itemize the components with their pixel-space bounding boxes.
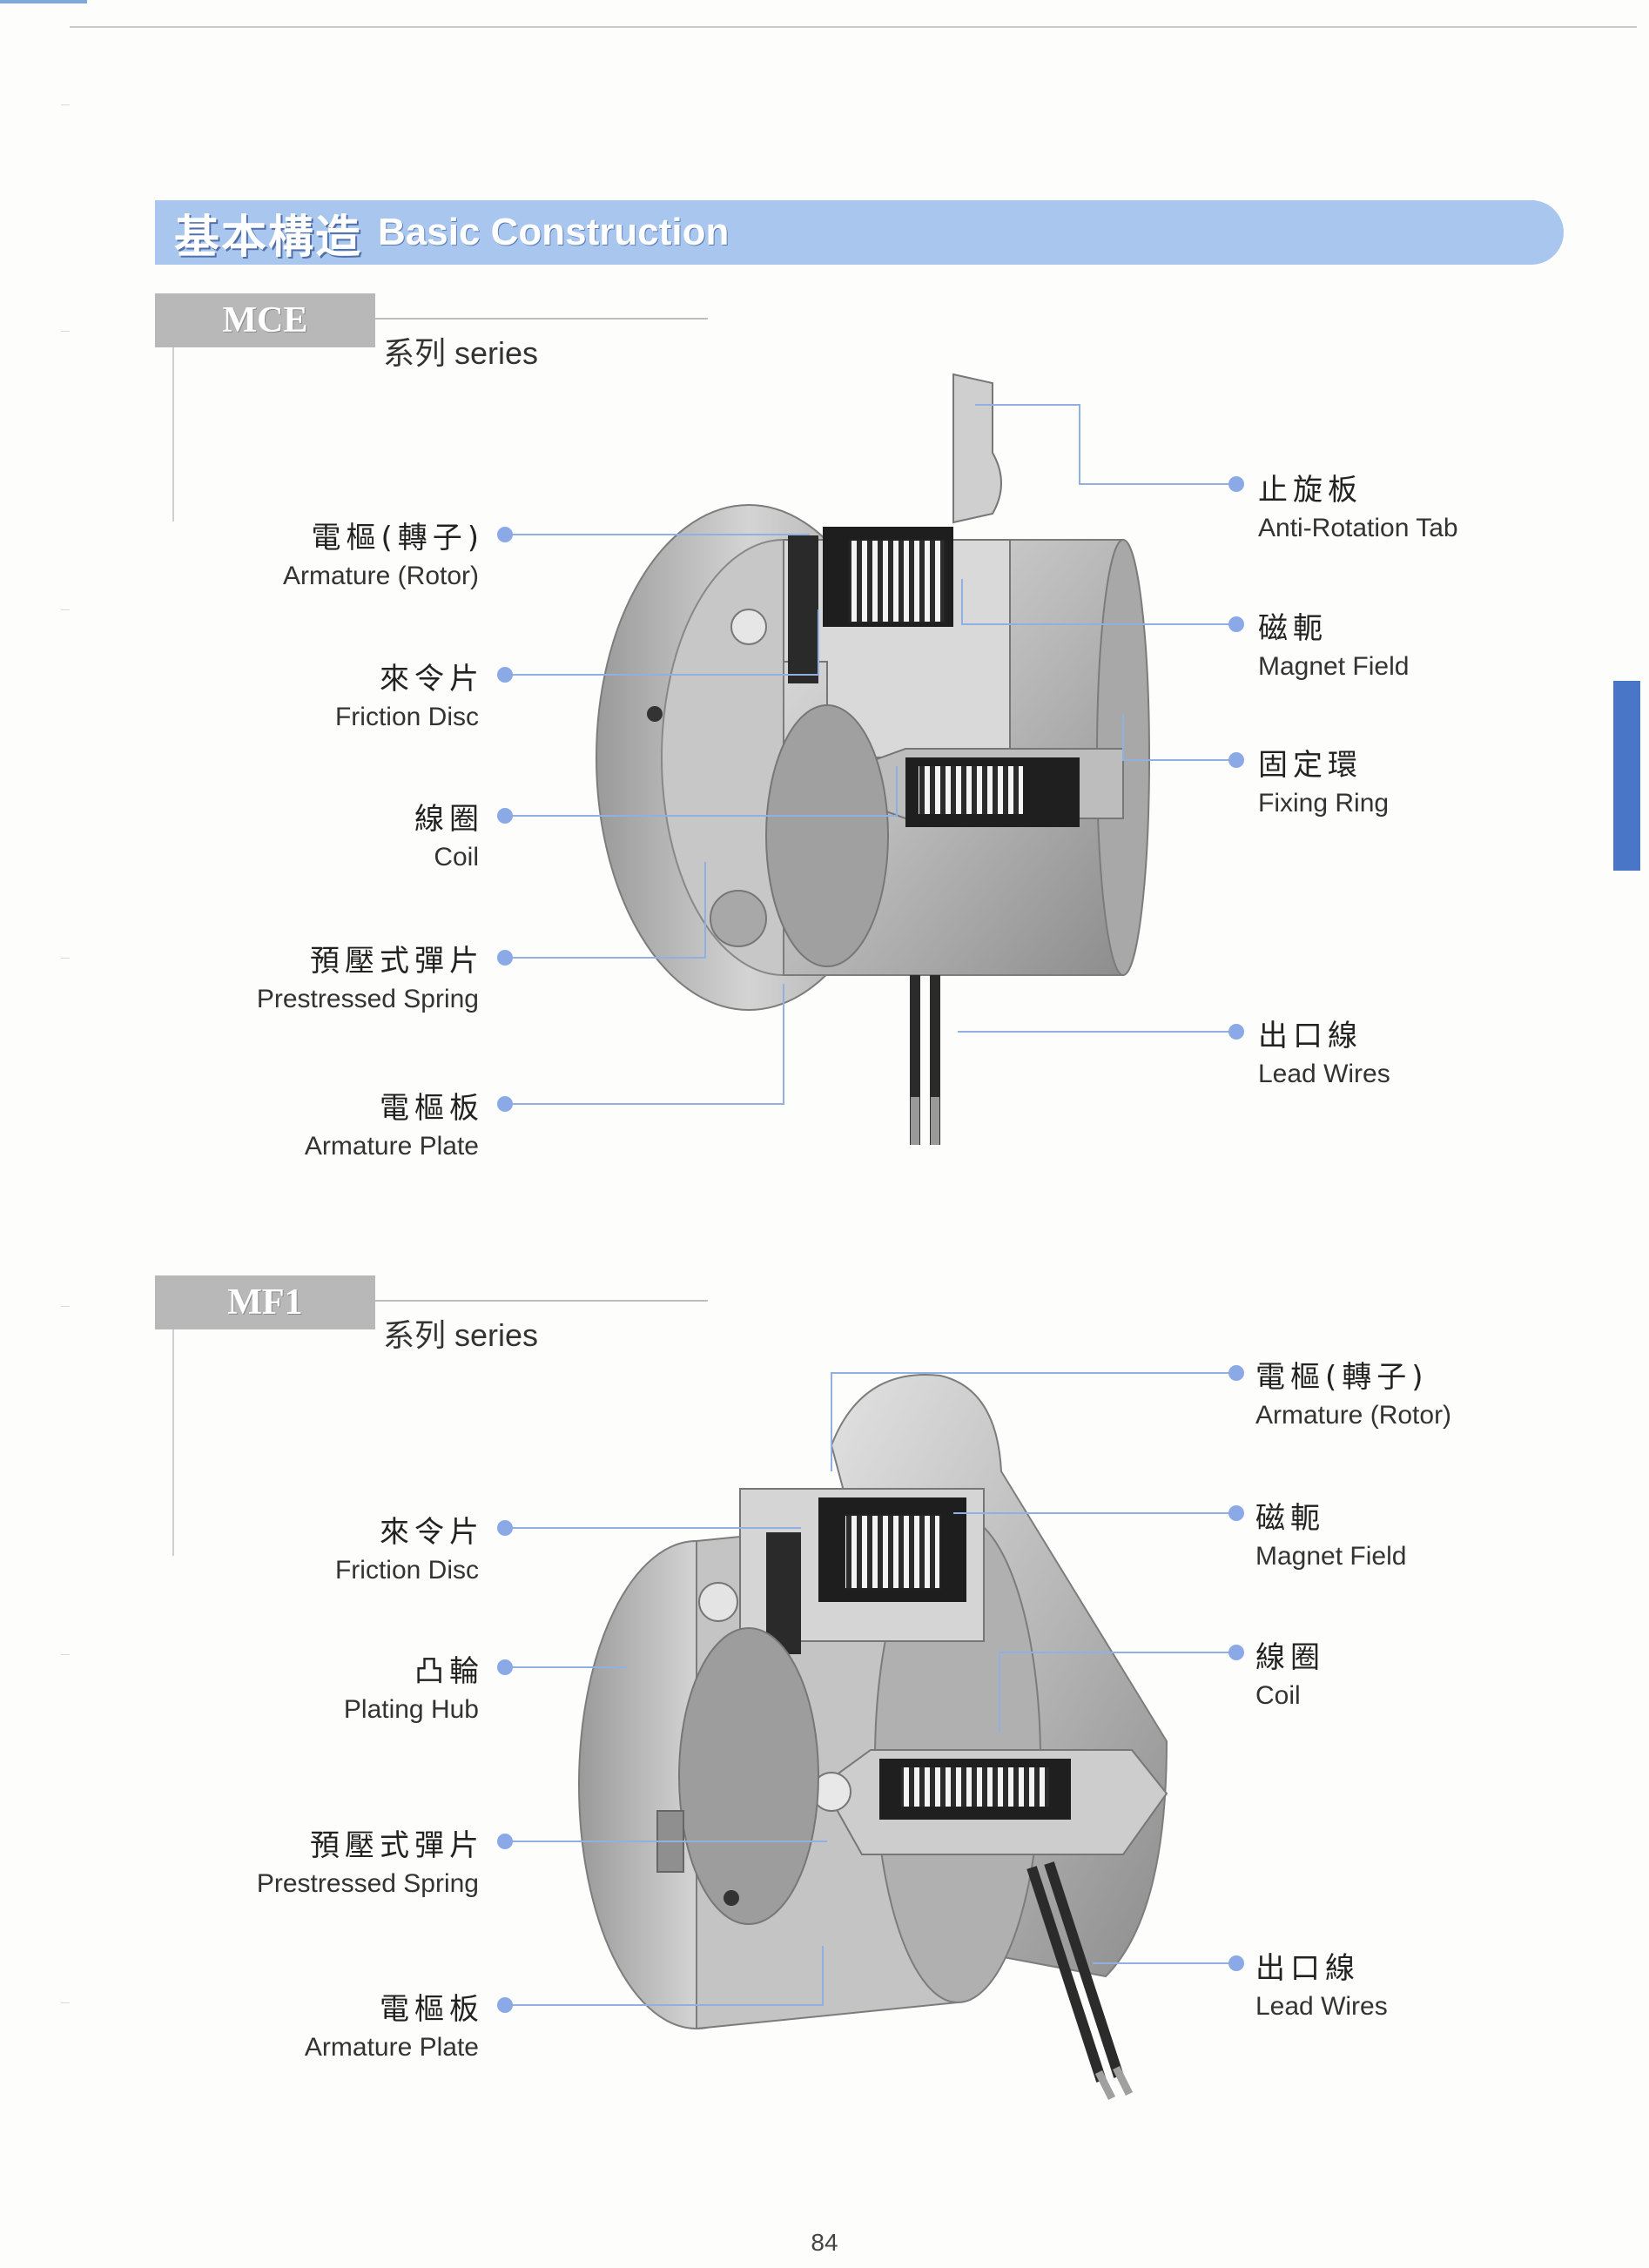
label-en: Lead Wires [1255,1992,1388,2021]
mce-clutch-drawing [596,373,1150,1145]
binding-mark [61,331,70,332]
binding-mark [61,104,70,105]
series-code-badge: MF1 [155,1275,375,1329]
page-number: 84 [811,2229,838,2256]
label-en: Armature Plate [304,2033,479,2062]
mce-leader-bullets [497,476,1244,1112]
mce-label-armature-rotor: 電樞(轉子) Armature (Rotor) [283,514,479,591]
section-banner: 基本構造 Basic Construction [155,200,1564,265]
series-vertical-rule [172,347,174,522]
mce-label-anti-rotation-tab: 止旋板 Anti-Rotation Tab [1258,466,1458,543]
mf1-label-magnet-field: 磁軛 Magnet Field [1255,1494,1406,1571]
chapter-side-tab [1613,681,1640,871]
mce-label-coil: 線圈 Coil [414,795,479,872]
mce-label-magnet-field: 磁軛 Magnet Field [1258,604,1409,682]
label-zh: 電樞板 [380,1091,484,1126]
mf1-leader-lines [505,1372,1236,2006]
series-suffix: 系列 series [383,335,539,371]
mf1-leader-bullets [497,1365,1244,2013]
mf1-label-plating-hub: 凸輪 Plating Hub [344,1647,479,1725]
top-accent-bar [0,0,87,3]
binding-mark [61,1306,70,1307]
mce-leader-lines [505,404,1236,1105]
label-zh: 出口線 [1255,1951,1360,1986]
label-zh: 固定環 [1258,748,1363,783]
mce-label-lead-wires: 出口線 Lead Wires [1258,1012,1390,1089]
label-zh: 電樞板 [380,1992,484,2027]
mce-label-armature-plate: 電樞板 Armature Plate [305,1084,479,1161]
mce-label-prestressed-spring: 預壓式彈片 Prestressed Spring [257,937,479,1014]
label-zh: 止旋板 [1258,473,1363,508]
top-rule [70,26,1637,28]
label-en: Friction Disc [334,1556,479,1585]
mf1-clutch-drawing [578,1374,1168,2101]
label-zh: 來令片 [380,1515,484,1550]
label-zh: 磁軛 [1258,611,1328,646]
label-zh: 線圈 [414,802,484,837]
label-zh: 預壓式彈片 [310,944,484,979]
banner-title-en: Basic Construction [378,211,730,253]
label-en: Friction Disc [334,703,479,731]
label-en: Prestressed Spring [256,1869,479,1898]
label-zh: 磁軛 [1255,1501,1325,1536]
label-en: Plating Hub [343,1695,479,1724]
series-rule [375,1300,708,1302]
mf1-label-armature-plate: 電樞板 Armature Plate [305,1985,479,2063]
mf1-label-prestressed-spring: 預壓式彈片 Prestressed Spring [257,1821,479,1899]
label-zh: 電樞(轉子) [311,521,484,555]
label-zh: 預壓式彈片 [310,1828,484,1863]
series-vertical-rule [172,1329,174,1556]
label-en: Lead Wires [1258,1060,1390,1088]
label-en: Armature Plate [304,1132,479,1161]
binding-mark [61,609,70,610]
label-en: Fixing Ring [1258,789,1390,818]
banner-title-zh: 基本構造 [174,211,363,264]
label-zh: 凸輪 [414,1654,484,1689]
mce-label-fixing-ring: 固定環 Fixing Ring [1258,741,1389,818]
label-en: Magnet Field [1258,652,1410,681]
mf1-label-coil: 線圈 Coil [1255,1633,1325,1711]
series-code-badge: MCE [155,293,375,347]
mf1-label-armature-rotor: 電樞(轉子) Armature (Rotor) [1255,1353,1451,1430]
label-en: Anti-Rotation Tab [1258,514,1458,542]
label-zh: 電樞(轉子) [1255,1360,1429,1395]
label-en: Coil [1255,1681,1301,1710]
binding-mark [61,958,70,959]
label-zh: 來令片 [380,662,484,697]
label-en: Magnet Field [1255,1542,1407,1571]
mf1-label-lead-wires: 出口線 Lead Wires [1255,1944,1388,2022]
label-en: Armature (Rotor) [1255,1401,1452,1430]
mf1-label-friction-disc: 來令片 Friction Disc [335,1508,479,1585]
mce-label-friction-disc: 來令片 Friction Disc [335,655,479,732]
series-suffix: 系列 series [383,1317,539,1353]
series-rule [375,318,708,320]
label-en: Coil [434,843,479,872]
binding-mark [61,1654,70,1655]
binding-mark [61,2002,70,2003]
label-en: Armature (Rotor) [282,562,479,590]
label-zh: 出口線 [1258,1019,1363,1053]
label-en: Prestressed Spring [256,985,479,1013]
label-zh: 線圈 [1255,1640,1325,1675]
